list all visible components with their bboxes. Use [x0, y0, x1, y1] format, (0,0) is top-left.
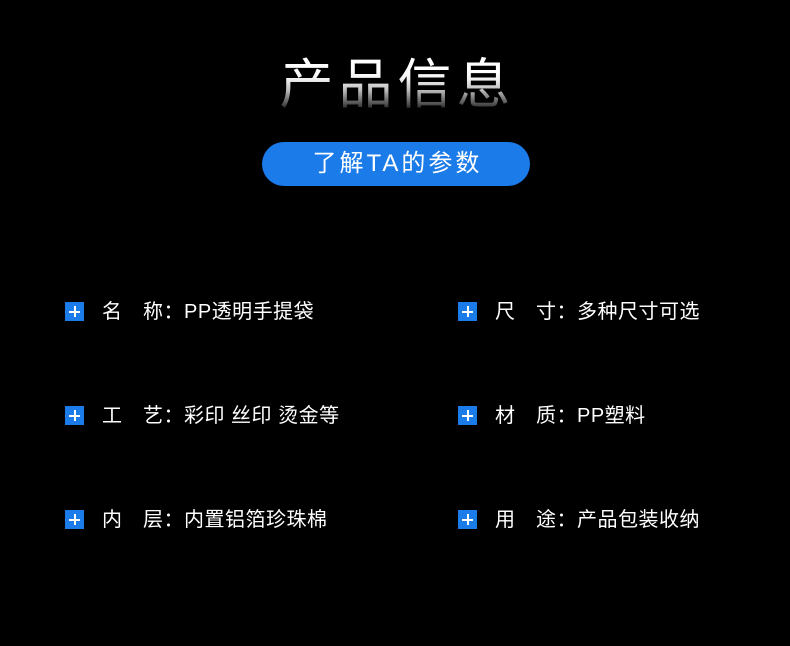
spec-text: 工 艺：彩印 丝印 烫金等 — [102, 405, 340, 427]
page-title: 产品信息 — [0, 54, 790, 116]
plus-icon — [65, 406, 84, 425]
spec-item-usage: 用 途：产品包装收纳 — [393, 496, 790, 533]
spec-item-name: 名 称：PP透明手提袋 — [0, 288, 393, 325]
learn-parameters-button[interactable]: 了解TA的参数 — [262, 142, 530, 186]
spec-text: 用 途：产品包装收纳 — [495, 509, 700, 531]
spec-item-lining: 内 层：内置铝箔珍珠棉 — [0, 496, 393, 533]
spec-item-process: 工 艺：彩印 丝印 烫金等 — [0, 392, 393, 429]
plus-icon — [65, 302, 84, 321]
spec-item-material: 材 质：PP塑料 — [393, 392, 790, 429]
spec-grid: 名 称：PP透明手提袋 尺 寸：多种尺寸可选 工 艺：彩印 丝印 烫金等 材 质… — [0, 288, 790, 600]
plus-icon — [65, 510, 84, 529]
spec-text: 材 质：PP塑料 — [495, 405, 646, 427]
plus-icon — [458, 302, 477, 321]
spec-item-size: 尺 寸：多种尺寸可选 — [393, 288, 790, 325]
spec-text: 内 层：内置铝箔珍珠棉 — [102, 509, 328, 531]
plus-icon — [458, 510, 477, 529]
spec-text: 名 称：PP透明手提袋 — [102, 301, 315, 323]
plus-icon — [458, 406, 477, 425]
spec-text: 尺 寸：多种尺寸可选 — [495, 301, 700, 323]
